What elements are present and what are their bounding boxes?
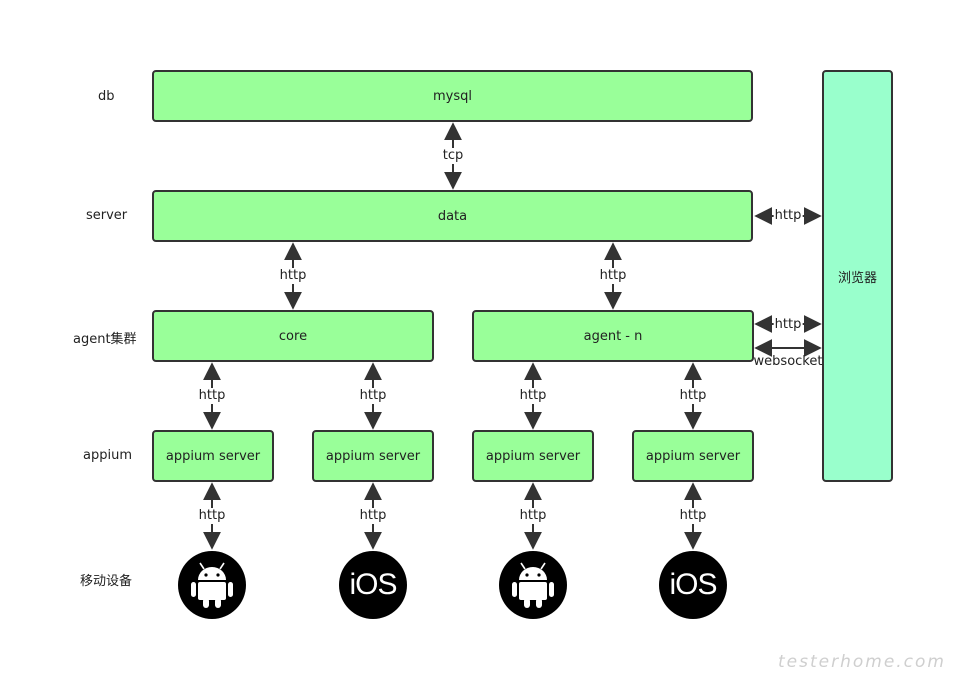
- node-data: data: [152, 190, 753, 242]
- node-appium-server-label: appium server: [485, 448, 581, 464]
- android-icon: [191, 562, 233, 608]
- layer-label-agent: agent集群: [73, 332, 137, 347]
- node-core: core: [152, 310, 434, 362]
- edge-label-agent-appium-3: http: [518, 388, 548, 404]
- edge-label-appium-device-3: http: [518, 508, 548, 524]
- edge-label-data-browser: http: [773, 208, 803, 224]
- node-data-label: data: [437, 208, 468, 224]
- edge-label-appium-device-1: http: [197, 508, 227, 524]
- watermark: testerhome.com: [777, 652, 946, 672]
- node-appium-server-label: appium server: [165, 448, 261, 464]
- layer-label-appium: appium: [83, 448, 132, 463]
- node-appium-server-2: appium server: [312, 430, 434, 482]
- node-appium-server-label: appium server: [645, 448, 741, 464]
- node-core-label: core: [278, 328, 308, 344]
- ios-icon: iOS: [669, 568, 717, 601]
- ios-icon: iOS: [349, 568, 397, 601]
- layer-label-db: db: [98, 89, 115, 104]
- layer-label-devices: 移动设备: [80, 574, 133, 589]
- edge-label-core-appium-1: http: [197, 388, 227, 404]
- edge-label-agent-browser-http: http: [773, 317, 803, 333]
- edge-label-appium-device-2: http: [358, 508, 388, 524]
- node-browser: 浏览器: [822, 70, 893, 482]
- layer-label-server: server: [86, 208, 128, 223]
- node-mysql-label: mysql: [433, 88, 472, 104]
- device-ios-1: iOS: [339, 551, 407, 619]
- edge-label-data-core: http: [278, 268, 308, 284]
- edge-label-agent-appium-4: http: [678, 388, 708, 404]
- node-agent-n: agent - n: [472, 310, 754, 362]
- edge-label-core-appium-2: http: [358, 388, 388, 404]
- edge-label-websocket: websocket: [753, 354, 823, 369]
- node-agent-n-label: agent - n: [583, 328, 643, 344]
- device-android-2: [499, 551, 567, 619]
- edge-label-data-agent-n: http: [598, 268, 628, 284]
- node-mysql: mysql: [152, 70, 753, 122]
- node-browser-label: 浏览器: [837, 270, 877, 286]
- node-appium-server-4: appium server: [632, 430, 754, 482]
- device-android-1: [178, 551, 246, 619]
- android-icon: [512, 562, 554, 608]
- edge-label-appium-device-4: http: [678, 508, 708, 524]
- device-ios-2: iOS: [659, 551, 727, 619]
- node-appium-server-label: appium server: [325, 448, 421, 464]
- edge-label-tcp: tcp: [441, 148, 465, 164]
- node-appium-server-3: appium server: [472, 430, 594, 482]
- node-appium-server-1: appium server: [152, 430, 274, 482]
